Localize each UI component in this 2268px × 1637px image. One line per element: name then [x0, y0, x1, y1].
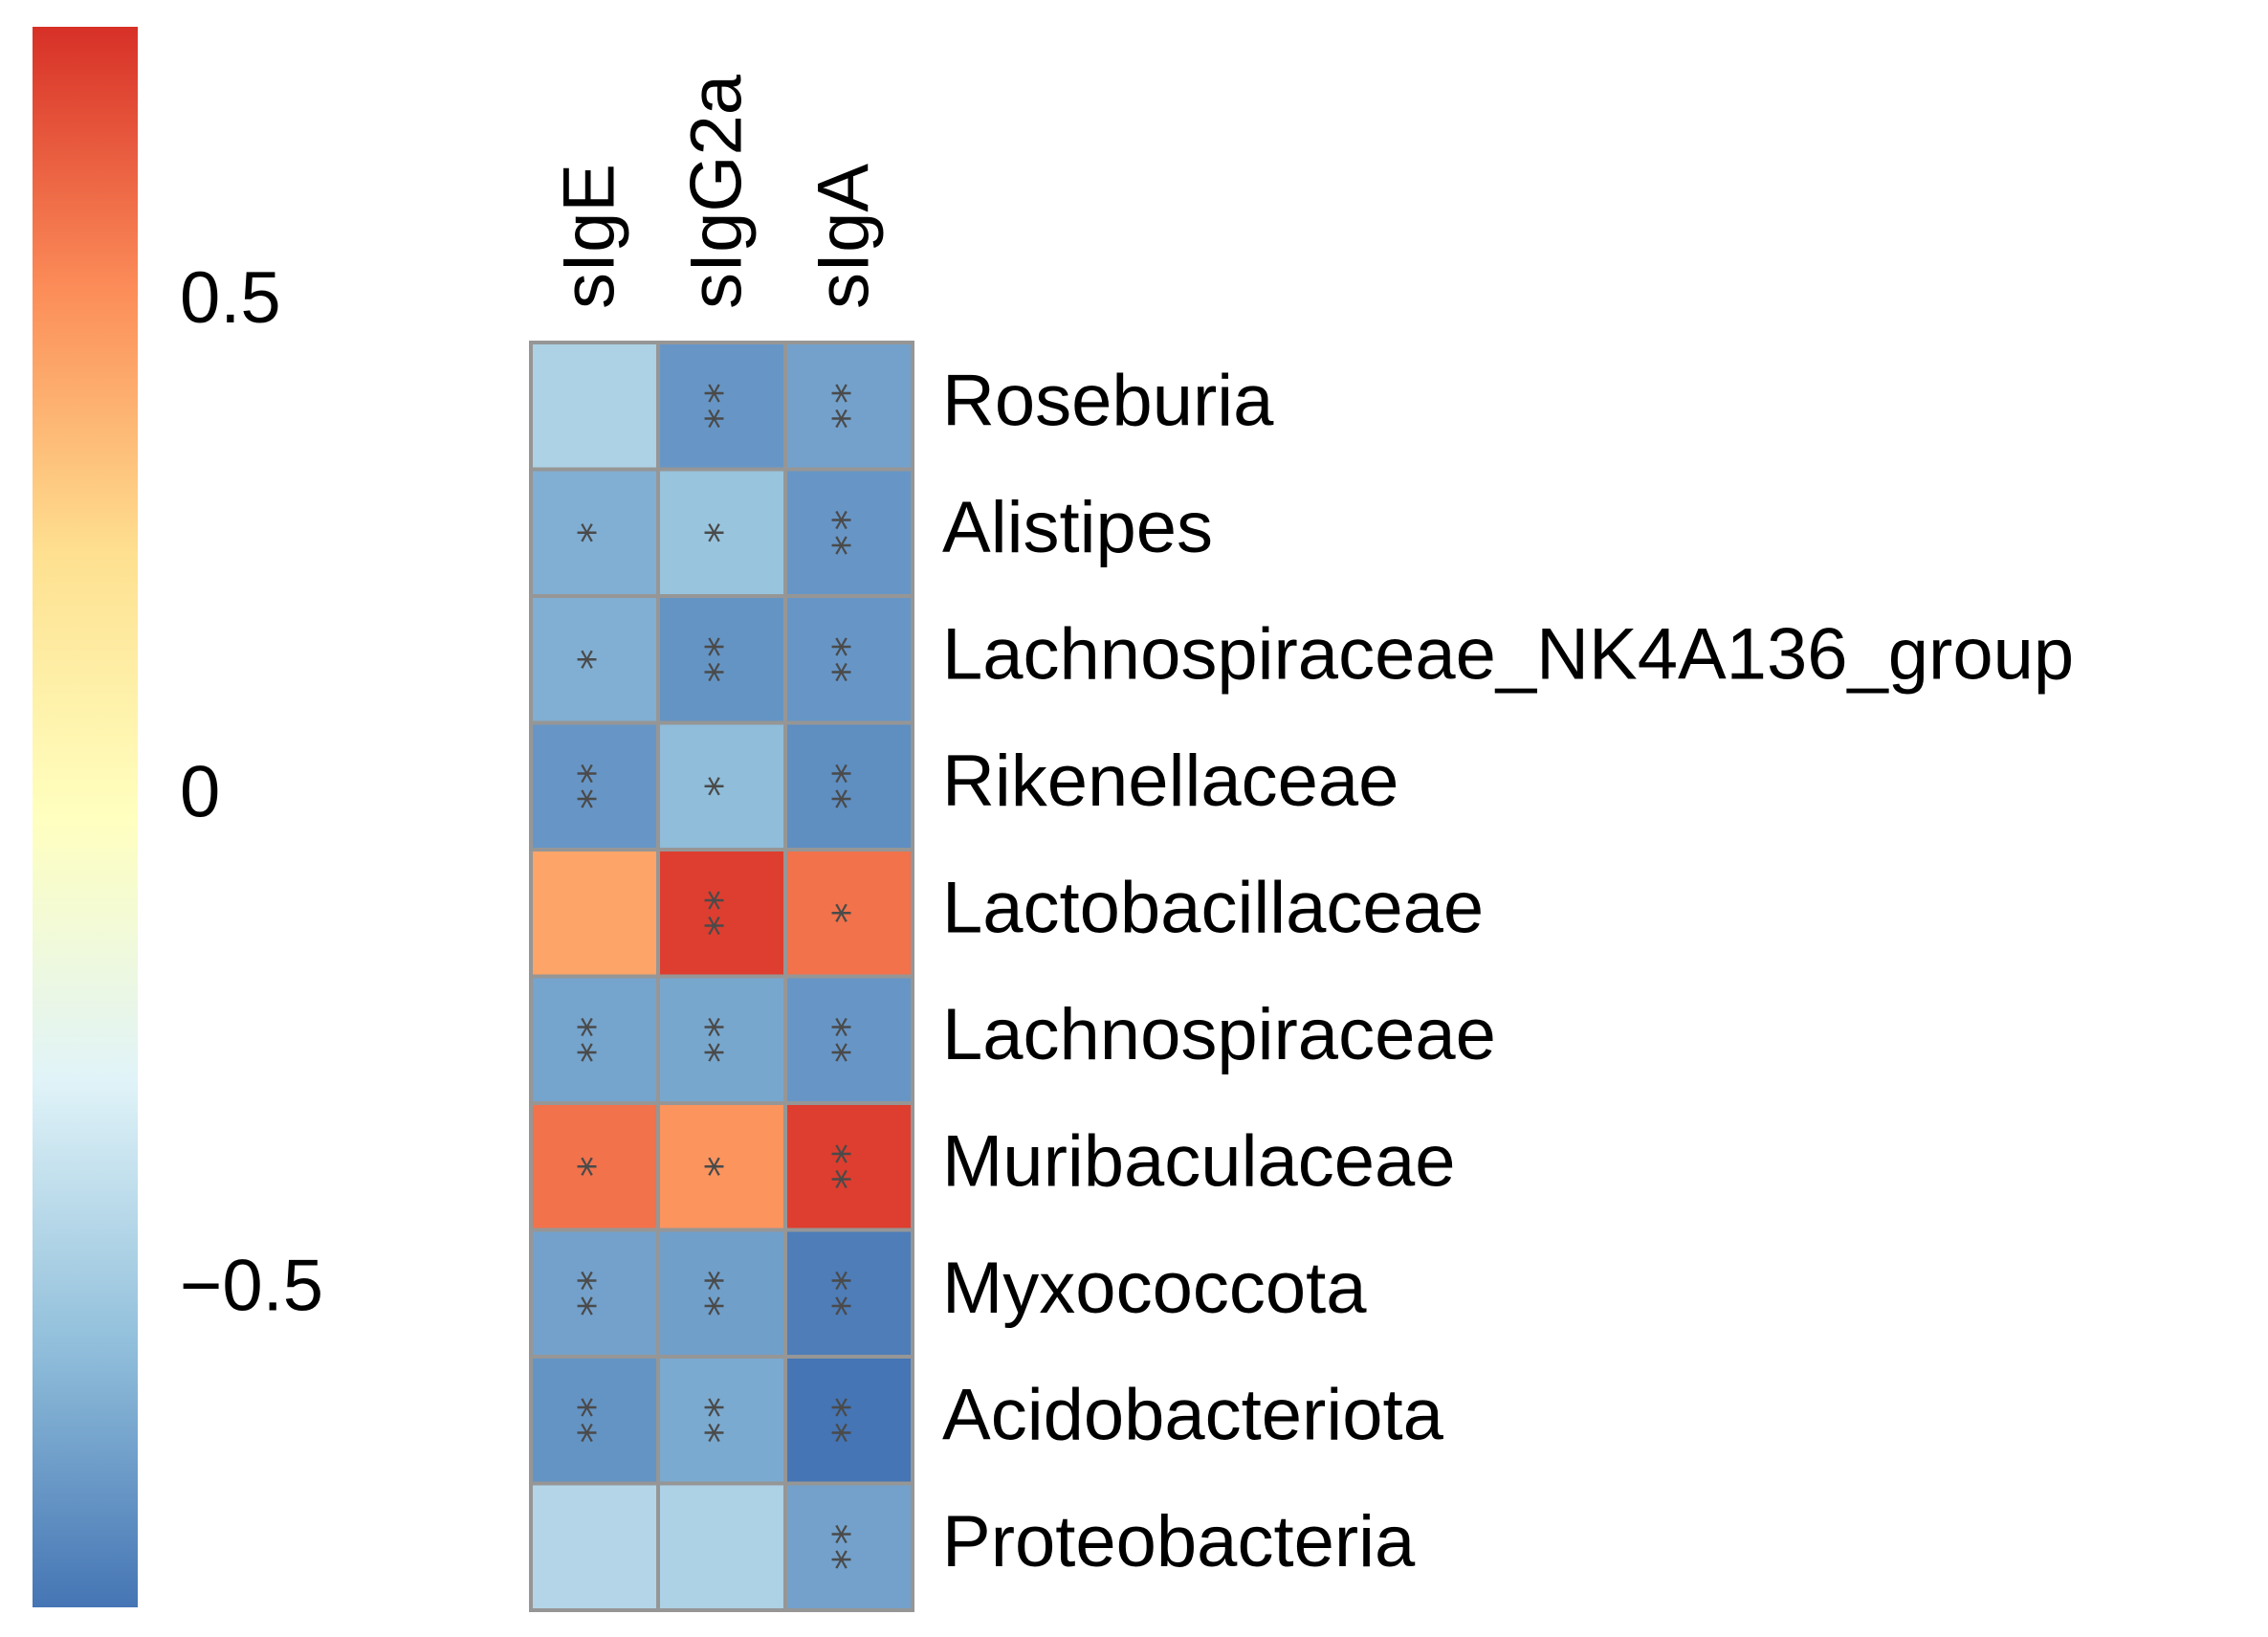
significance-mark: *	[570, 647, 619, 673]
colorbar-tick-label: 0.5	[180, 257, 281, 339]
significance-mark: *	[570, 1154, 619, 1180]
significance-mark: *	[697, 520, 746, 546]
significance-mark: **	[825, 507, 873, 558]
significance-mark: **	[570, 761, 619, 811]
heatmap-cell	[529, 341, 660, 472]
significance-mark: **	[825, 634, 873, 685]
significance-mark: **	[825, 1521, 873, 1572]
significance-mark: *	[570, 520, 619, 546]
row-label: Acidobacteriota	[942, 1374, 1444, 1455]
significance-mark: *	[697, 1154, 746, 1180]
column-labels: sIgE sIgG2a sIgA	[549, 74, 885, 309]
colorbar-tick-label: −0.5	[180, 1246, 323, 1327]
heatmap-cell	[656, 1481, 787, 1612]
heatmap-cell	[783, 1228, 914, 1359]
significance-mark: **	[570, 1014, 619, 1065]
significance-mark: *	[825, 900, 873, 926]
row-label: Lachnospiraceae_NK4A136_group	[942, 613, 2074, 695]
row-labels: RoseburiaAlistipesLachnospiraceae_NK4A13…	[942, 360, 2074, 1582]
colorbar-gradient	[33, 27, 138, 1607]
significance-mark: **	[825, 1014, 873, 1065]
significance-mark: **	[570, 1268, 619, 1318]
column-label: sIgE	[549, 164, 630, 309]
significance-mark: **	[697, 1014, 746, 1065]
significance-mark: **	[697, 1268, 746, 1318]
column-label: sIgG2a	[676, 74, 758, 309]
significance-mark: **	[825, 1141, 873, 1192]
significance-mark: **	[825, 1395, 873, 1446]
significance-mark: **	[825, 761, 873, 811]
significance-mark: **	[697, 1395, 746, 1446]
heatmap-cell	[783, 1481, 914, 1612]
heatmap-cell	[529, 848, 660, 979]
heatmap-cell	[656, 848, 787, 979]
heatmap-cell	[529, 1481, 660, 1612]
heatmap-cell	[529, 974, 660, 1105]
significance-mark: *	[697, 774, 746, 800]
row-label: Lachnospiraceae	[942, 994, 1496, 1075]
colorbar-tick-label: 0	[180, 751, 220, 832]
heatmap-cell	[783, 974, 914, 1105]
row-label: Myxococcota	[942, 1248, 1367, 1329]
column-label: sIgA	[804, 164, 885, 309]
row-label: Roseburia	[942, 360, 1274, 441]
row-label: Proteobacteria	[942, 1501, 1416, 1582]
significance-mark: **	[697, 381, 746, 431]
colorbar: 0.5 0 −0.5	[33, 27, 323, 1607]
heatmap-cell	[783, 720, 914, 852]
heatmap-cell	[656, 1228, 787, 1359]
row-label: Alistipes	[942, 487, 1213, 568]
significance-mark: **	[697, 634, 746, 685]
heatmap-cell	[783, 594, 914, 725]
heatmap-cell	[529, 594, 660, 725]
row-label: Rikenellaceae	[942, 741, 1398, 822]
heatmap-cell	[529, 1355, 660, 1486]
heatmap-cell	[656, 341, 787, 472]
heatmap-cell	[783, 1101, 914, 1232]
heatmap-cell	[529, 1101, 660, 1232]
significance-mark: **	[825, 1268, 873, 1318]
heatmap-cells: ****************************************…	[529, 341, 914, 1612]
heatmap-cell	[529, 1228, 660, 1359]
row-label: Muribaculaceae	[942, 1120, 1456, 1202]
heatmap-cell	[656, 720, 787, 852]
significance-mark: **	[825, 381, 873, 431]
heatmap-cell	[783, 341, 914, 472]
row-label: Lactobacillaceae	[942, 867, 1484, 948]
significance-mark: **	[697, 888, 746, 939]
significance-mark: **	[570, 1395, 619, 1446]
